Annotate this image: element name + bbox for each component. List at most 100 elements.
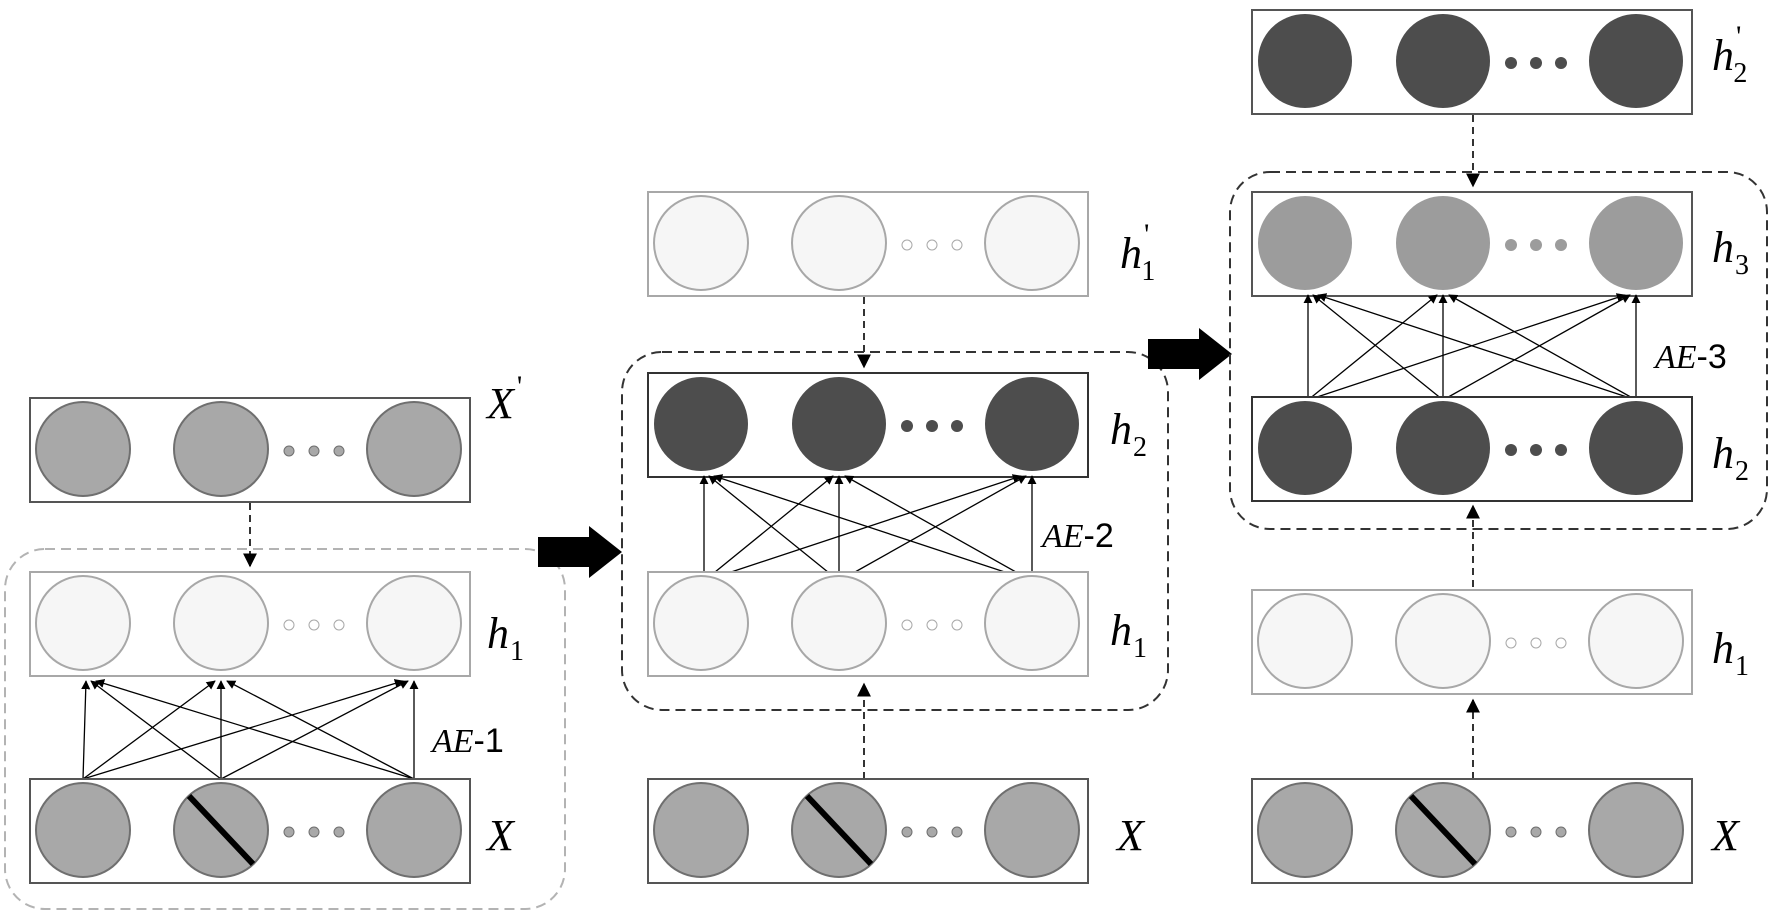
node — [1257, 593, 1353, 689]
node — [366, 401, 462, 497]
ellipsis-dot — [283, 826, 295, 838]
connections-ae-2 — [699, 474, 1037, 582]
node — [1258, 196, 1352, 290]
ellipsis-dot — [951, 420, 963, 432]
node — [984, 575, 1080, 671]
node — [984, 195, 1080, 291]
layer-h1 — [29, 571, 471, 677]
ellipsis-dot — [951, 826, 963, 838]
node — [792, 377, 886, 471]
ellipsis-dot — [901, 826, 913, 838]
ellipsis-dot — [1530, 444, 1542, 456]
node — [366, 575, 462, 671]
ellipsis-dot — [901, 420, 913, 432]
stage-3: h'2 h3 AE-3 — [1229, 9, 1768, 884]
label-x: X — [1115, 811, 1146, 860]
connections-ae-1 — [81, 679, 419, 780]
slash-icon — [1408, 793, 1478, 867]
node — [173, 401, 269, 497]
ellipsis-dot — [308, 826, 320, 838]
label-h1: h1 — [1712, 624, 1749, 682]
ellipsis-dot — [283, 619, 295, 631]
node — [1258, 401, 1352, 495]
ellipsis-dot — [1505, 57, 1517, 69]
layer-h2-prime — [1251, 9, 1693, 115]
layer-h2 — [1251, 396, 1693, 502]
ellipsis-dot — [1530, 637, 1542, 649]
layer-x-prime — [29, 397, 471, 503]
label-h3: h3 — [1712, 223, 1749, 281]
ellipsis-dot — [308, 619, 320, 631]
label-ae-3: AE-3 — [1653, 338, 1727, 376]
ellipsis-dot — [308, 445, 320, 457]
node — [1396, 196, 1490, 290]
label-ae-1: AE-1 — [430, 722, 504, 760]
layer-h1 — [647, 571, 1089, 677]
right-arrow-icon — [1148, 328, 1232, 380]
stage-1: X' h1 AE-1 — [4, 370, 566, 910]
node — [653, 782, 749, 878]
node — [1396, 14, 1490, 108]
ellipsis-dot — [1555, 826, 1567, 838]
node — [1589, 196, 1683, 290]
node — [1257, 782, 1353, 878]
ellipsis-dot — [926, 826, 938, 838]
layer-x — [647, 778, 1089, 884]
ellipsis-dot — [1505, 444, 1517, 456]
ellipsis-dot — [1555, 239, 1567, 251]
ellipsis-dot — [1530, 826, 1542, 838]
ellipsis-dot — [951, 619, 963, 631]
node — [35, 575, 131, 671]
layer-h2 — [647, 372, 1089, 478]
slash-icon — [804, 793, 874, 867]
ellipsis-dot — [283, 445, 295, 457]
layer-h1 — [1251, 589, 1693, 695]
node — [654, 377, 748, 471]
ellipsis-dot — [333, 826, 345, 838]
ellipsis-dot — [1530, 239, 1542, 251]
layer-x — [29, 778, 471, 884]
node — [1588, 782, 1684, 878]
label-h1: h1 — [487, 609, 524, 667]
stage-2: h'1 h2 AE-2 — [621, 191, 1169, 884]
node — [653, 195, 749, 291]
slash-icon — [186, 793, 256, 867]
right-arrow-icon — [538, 526, 622, 578]
node — [1258, 14, 1352, 108]
label-x: X — [485, 811, 516, 860]
label-h2: h2 — [1712, 429, 1749, 487]
layer-h1-prime — [647, 191, 1089, 297]
ellipsis-dot — [333, 619, 345, 631]
node — [1396, 401, 1490, 495]
node — [791, 575, 887, 671]
node — [1589, 14, 1683, 108]
ellipsis-dot — [1555, 444, 1567, 456]
ellipsis-dot — [901, 239, 913, 251]
connections-ae-3 — [1303, 293, 1641, 401]
label-h2: h2 — [1110, 405, 1147, 463]
layer-h3 — [1251, 191, 1693, 297]
ellipsis-dot — [901, 619, 913, 631]
node — [984, 782, 1080, 878]
ellipsis-dot — [1555, 57, 1567, 69]
node — [791, 195, 887, 291]
layer-x — [1251, 778, 1693, 884]
stage-3-group-outline — [1229, 171, 1768, 530]
ellipsis-dot — [1505, 637, 1517, 649]
node — [366, 782, 462, 878]
node — [653, 575, 749, 671]
label-ae-2: AE-2 — [1040, 517, 1114, 555]
node — [985, 377, 1079, 471]
label-x: X — [1710, 811, 1741, 860]
node — [173, 575, 269, 671]
label-h2-prime: h'2 — [1712, 20, 1747, 89]
ellipsis-dot — [1530, 57, 1542, 69]
node — [1395, 593, 1491, 689]
ellipsis-dot — [333, 445, 345, 457]
ellipsis-dot — [926, 239, 938, 251]
node — [35, 401, 131, 497]
node — [1588, 593, 1684, 689]
stage-2-group-outline — [621, 351, 1169, 711]
